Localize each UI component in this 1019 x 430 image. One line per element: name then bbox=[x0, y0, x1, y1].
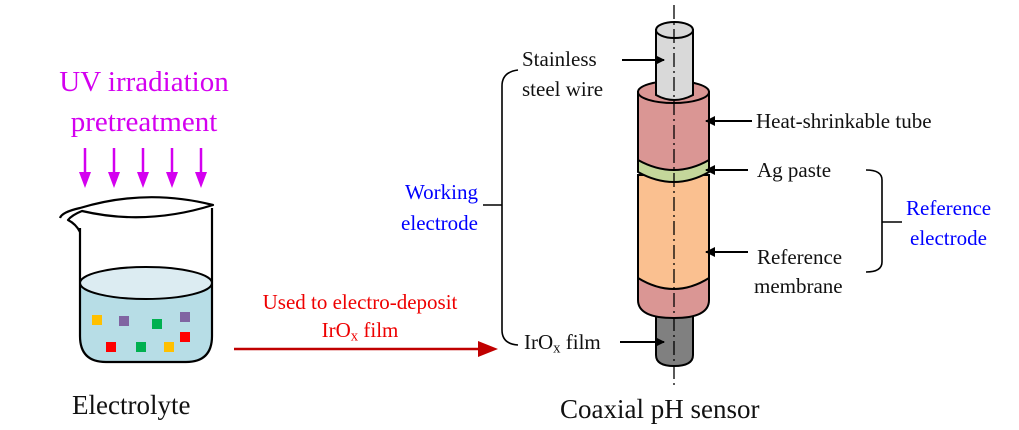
irox-sub: x bbox=[350, 328, 359, 345]
film-rest: film bbox=[560, 330, 601, 354]
uv-arrowhead bbox=[79, 172, 91, 188]
particle bbox=[119, 316, 129, 326]
uv-arrowhead bbox=[108, 172, 120, 188]
reference-electrode-line2: electrode bbox=[910, 226, 987, 250]
uv-arrowhead bbox=[137, 172, 149, 188]
particle bbox=[180, 312, 190, 322]
particle bbox=[136, 342, 146, 352]
transfer-label-line2: IrOx film bbox=[225, 318, 495, 345]
electrolyte-particles bbox=[92, 312, 190, 352]
particle bbox=[92, 315, 102, 325]
wire-label-line1: Stainless bbox=[522, 47, 597, 71]
working-electrode-bracket bbox=[501, 69, 519, 346]
transfer-arrowhead bbox=[478, 341, 498, 357]
working-electrode-line2: electrode bbox=[401, 211, 478, 235]
uv-arrows bbox=[79, 148, 207, 188]
uv-arrowhead bbox=[166, 172, 178, 188]
irox-main: IrO bbox=[321, 318, 351, 342]
wire-label-line2: steel wire bbox=[522, 77, 604, 101]
film-sub: x bbox=[553, 340, 561, 357]
membrane-label-line1: Reference bbox=[757, 245, 843, 269]
reference-electrode-line1: Reference bbox=[906, 196, 992, 220]
film-main: IrO bbox=[524, 330, 554, 354]
tube-label: Heat-shrinkable tube bbox=[756, 109, 932, 133]
coaxial-sensor bbox=[637, 5, 710, 385]
working-electrode-line1: Working bbox=[405, 180, 478, 204]
uv-label-line1: UV irradiation bbox=[59, 66, 229, 98]
uv-label-line2: pretreatment bbox=[70, 106, 218, 138]
film-label: IrOx film bbox=[524, 330, 601, 357]
sensor-caption: Coaxial pH sensor bbox=[560, 394, 760, 424]
particle bbox=[106, 342, 116, 352]
electrolyte-caption: Electrolyte bbox=[72, 390, 191, 420]
particle bbox=[180, 332, 190, 342]
electrolyte-surface bbox=[79, 266, 213, 300]
irox-rest: film bbox=[358, 318, 399, 342]
beaker-icon bbox=[58, 196, 215, 364]
membrane-label-line2: membrane bbox=[754, 274, 843, 298]
uv-arrowhead bbox=[195, 172, 207, 188]
particle bbox=[152, 319, 162, 329]
agpaste-label: Ag paste bbox=[757, 158, 832, 182]
reference-electrode-bracket bbox=[865, 169, 883, 273]
particle bbox=[164, 342, 174, 352]
transfer-label-line1: Used to electro-deposit bbox=[262, 290, 458, 314]
